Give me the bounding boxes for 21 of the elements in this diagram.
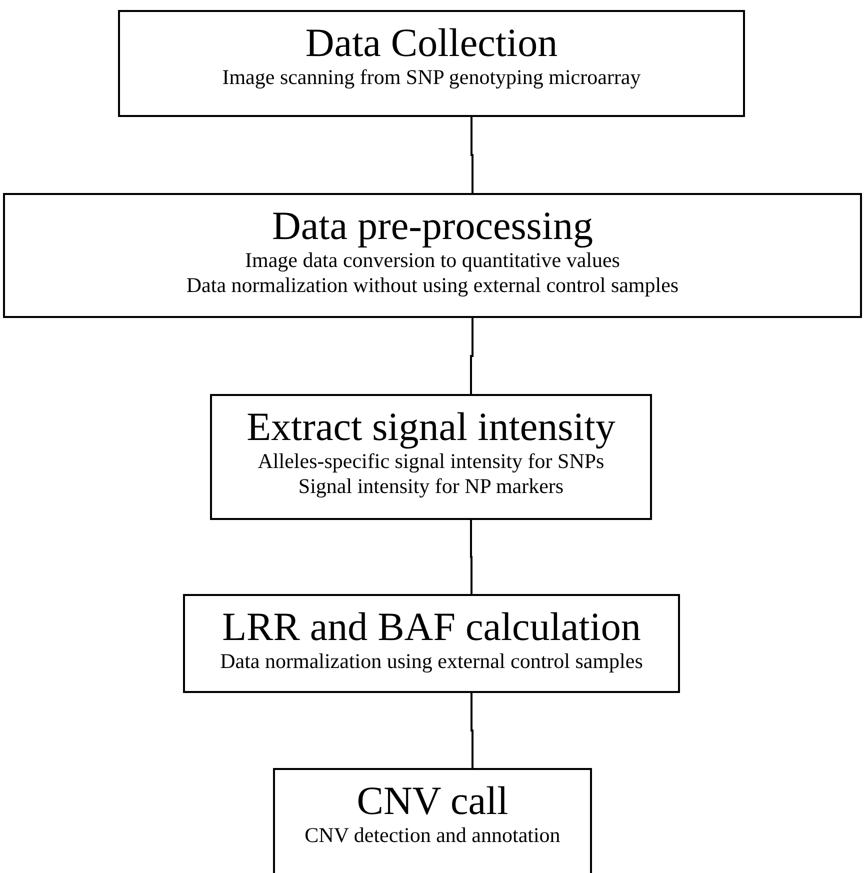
step-title: CNV call — [356, 778, 508, 824]
step-description: Alleles-specific signal intensity for SNPs — [256, 449, 606, 475]
step-description: Image scanning from SNP genotyping microarray — [221, 64, 642, 91]
process-box — [118, 10, 745, 117]
step-description: Data normalization using external control samples — [219, 648, 644, 675]
step-description: CNV detection and annotation — [304, 822, 562, 849]
process-box — [3, 193, 862, 318]
connector-line — [470, 693, 474, 768]
process-box — [210, 394, 652, 520]
step-description: Image data conversion to quantitative values — [244, 248, 621, 274]
step-description: Signal intensity for NP markers — [297, 473, 565, 500]
step-description: Data normalization without using external control samples — [185, 272, 680, 299]
connector-line — [470, 117, 474, 193]
step-title: LRR and BAF calculation — [222, 604, 641, 650]
step-title: Extract signal intensity — [246, 404, 616, 450]
connector-line — [470, 318, 474, 394]
step-title: Data Collection — [305, 20, 558, 66]
connector-line — [470, 520, 472, 594]
process-box — [273, 768, 592, 873]
process-box — [183, 594, 680, 693]
step-title: Data pre-processing — [272, 203, 593, 249]
